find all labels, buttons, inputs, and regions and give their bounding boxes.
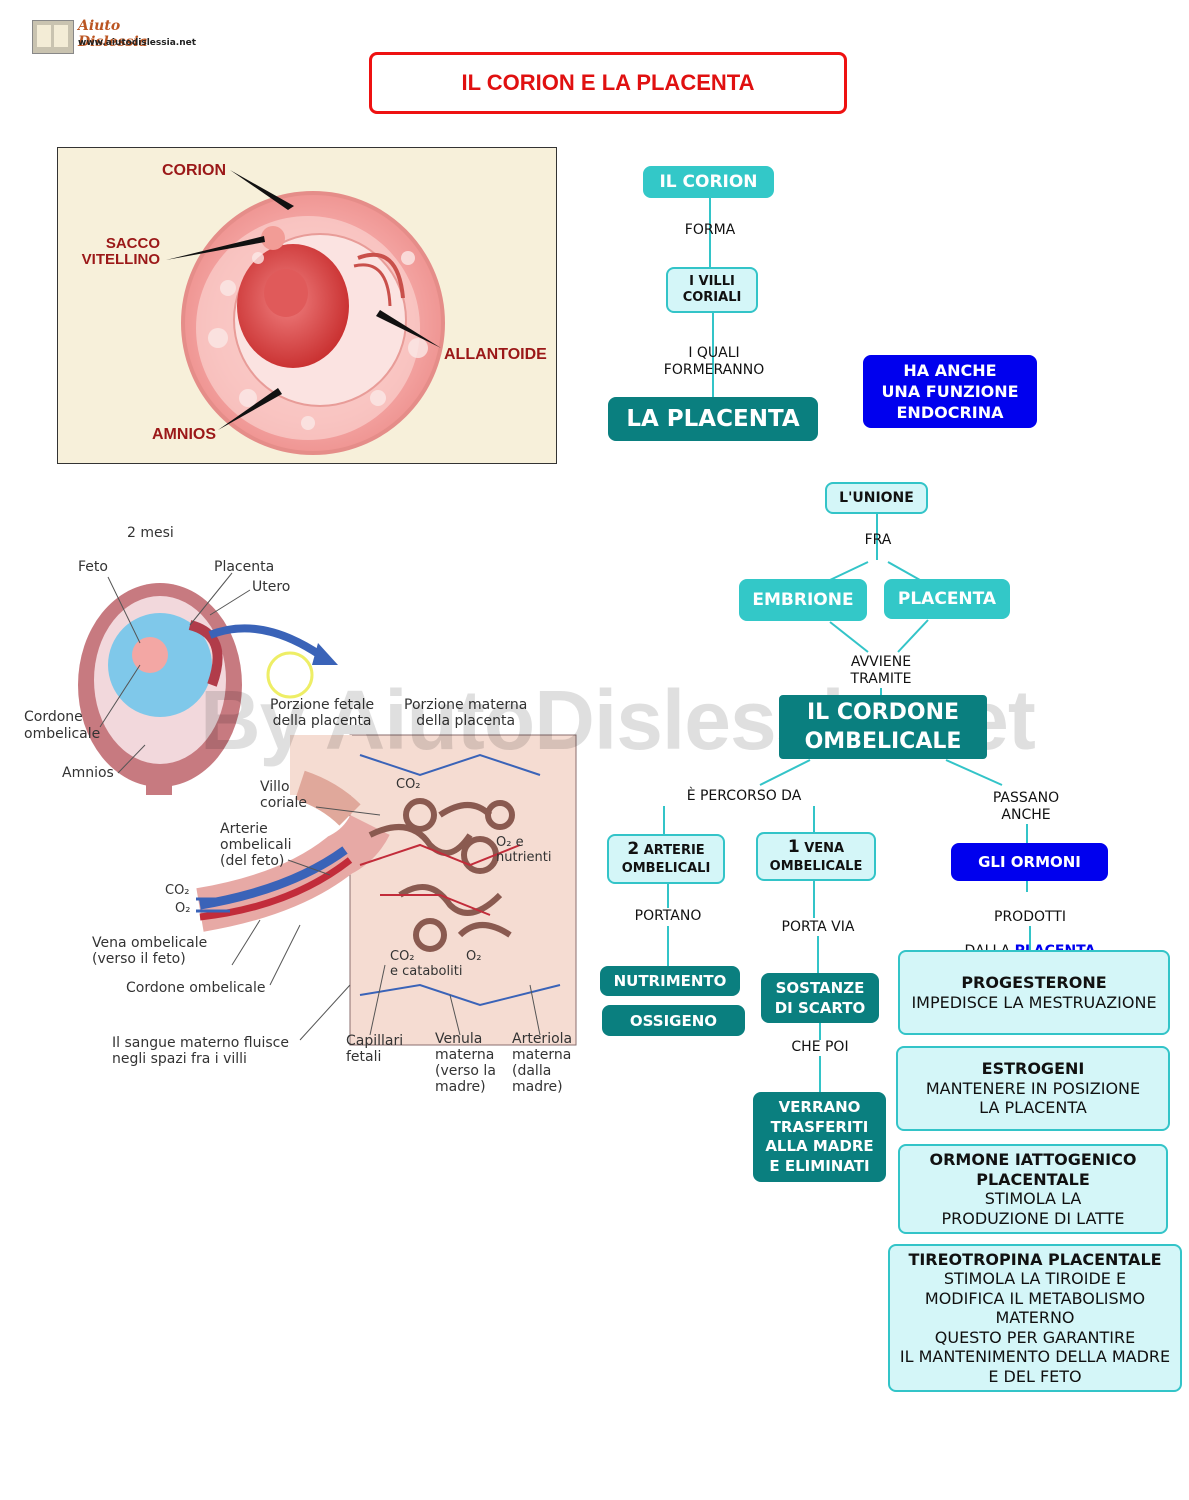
label-utero: Utero — [252, 579, 291, 595]
embryo-figure: CORION SACCO VITELLINO ALLANTOIDE AMNIOS — [57, 147, 557, 464]
node-vena-ombelicale: 1 VENA OMBELICALE — [756, 832, 876, 881]
label-placenta-fig: Placenta — [214, 559, 275, 575]
label-arteriola-materna: Arteriola materna (dalla madre) — [512, 1031, 573, 1095]
page-title: IL CORION E LA PLACENTA — [369, 52, 847, 114]
label-capillari-fetali: Capillari fetali — [346, 1033, 404, 1065]
label-amnios-fig: Amnios — [62, 765, 114, 781]
logo-url: www.aiutodislessia.net — [78, 38, 197, 48]
node-cordone-ombelicale: IL CORDONE OMBELICALE — [779, 695, 987, 759]
node-la-placenta: LA PLACENTA — [608, 397, 818, 441]
book-icon — [32, 20, 74, 54]
logo: Aiuto Dislessia www.aiutodislessia.net — [32, 16, 196, 56]
label-sacco-vitellino: SACCO VITELLINO — [81, 235, 160, 268]
label-o2-b: O₂ — [466, 949, 482, 964]
node-unione: L'UNIONE — [825, 482, 928, 514]
node-progesterone: PROGESTERONE IMPEDISCE LA MESTRUAZIONE — [898, 950, 1170, 1035]
node-il-corion: IL CORION — [643, 166, 774, 198]
link-porta-via: PORTA VIA — [781, 919, 855, 935]
embryo-illustration — [166, 170, 445, 455]
node-embrione: EMBRIONE — [739, 579, 867, 621]
label-feto: Feto — [78, 559, 108, 575]
label-porzione-materna: Porzione materna della placenta — [404, 697, 528, 729]
label-cordone-ombelicale: Cordone ombelicale — [24, 709, 101, 742]
node-gli-ormoni: GLI ORMONI — [951, 843, 1108, 881]
node-placenta: PLACENTA — [884, 579, 1010, 619]
link-percorso-da: È PERCORSO DA — [686, 788, 802, 804]
node-tireotropina-placentale: TIREOTROPINA PLACENTALE STIMOLA LA TIROI… — [888, 1244, 1182, 1392]
label-venula-materna: Venula materna (verso la madre) — [435, 1031, 496, 1095]
label-co2-cataboliti: CO₂ e cataboliti — [390, 949, 463, 979]
label-vena-ombelicale: Vena ombelicale (verso il feto) — [92, 935, 208, 967]
link-portano: PORTANO — [634, 908, 702, 924]
node-ossigeno: OSSIGENO — [602, 1005, 745, 1036]
link-fra: FRA — [864, 532, 892, 548]
label-sangue-materno: Il sangue materno fluisce negli spazi fr… — [112, 1035, 289, 1067]
link-che-poi: CHE POI — [791, 1039, 849, 1055]
node-ormone-iattogenico: ORMONE IATTOGENICO PLACENTALE STIMOLA LA… — [898, 1144, 1168, 1234]
label-co2-b: CO₂ — [396, 777, 421, 792]
logo-name: Aiuto Dislessia — [78, 18, 148, 50]
node-estrogeni: ESTROGENI MANTENERE IN POSIZIONE LA PLAC… — [896, 1046, 1170, 1131]
link-avviene-tramite: AVVIENE TRAMITE — [850, 654, 912, 687]
node-trasferiti-alla-madre: VERRANO TRASFERITI ALLA MADRE E ELIMINAT… — [753, 1092, 886, 1182]
node-arterie-ombelicali: 2 ARTERIE OMBELICALI — [607, 834, 725, 884]
label-allantoide: ALLANTOIDE — [444, 346, 547, 363]
label-o2-a: O₂ — [175, 901, 191, 916]
node-nutrimento: NUTRIMENTO — [600, 966, 740, 996]
link-quali-formeranno: I QUALI FORMERANNO — [663, 345, 765, 378]
label-2-mesi: 2 mesi — [127, 525, 174, 541]
link-forma: FORMA — [684, 222, 736, 238]
placenta-illustration — [78, 572, 577, 1046]
node-funzione-endocrina: HA ANCHE UNA FUNZIONE ENDOCRINA — [863, 355, 1037, 428]
label-porzione-fetale: Porzione fetale della placenta — [270, 697, 375, 729]
label-villo-coriale: Villo coriale — [260, 779, 307, 811]
node-villi-coriali: I VILLI CORIALI — [666, 267, 758, 313]
node-sostanze-di-scarto: SOSTANZE DI SCARTO — [761, 973, 879, 1023]
link-passano-anche: PASSANO ANCHE — [992, 790, 1060, 823]
label-co2-a: CO₂ — [165, 883, 190, 898]
label-arterie-ombelicali: Arterie ombelicali (del feto) — [220, 821, 292, 869]
placenta-figure: 2 mesi Feto Placenta Utero Cordone ombel… — [0, 515, 595, 1105]
label-cordone-ombelicale-2: Cordone ombelicale — [126, 980, 266, 996]
label-amnios: AMNIOS — [152, 426, 216, 443]
label-o2-nutrienti: O₂ e nutrienti — [496, 835, 552, 865]
label-corion: CORION — [162, 162, 226, 179]
